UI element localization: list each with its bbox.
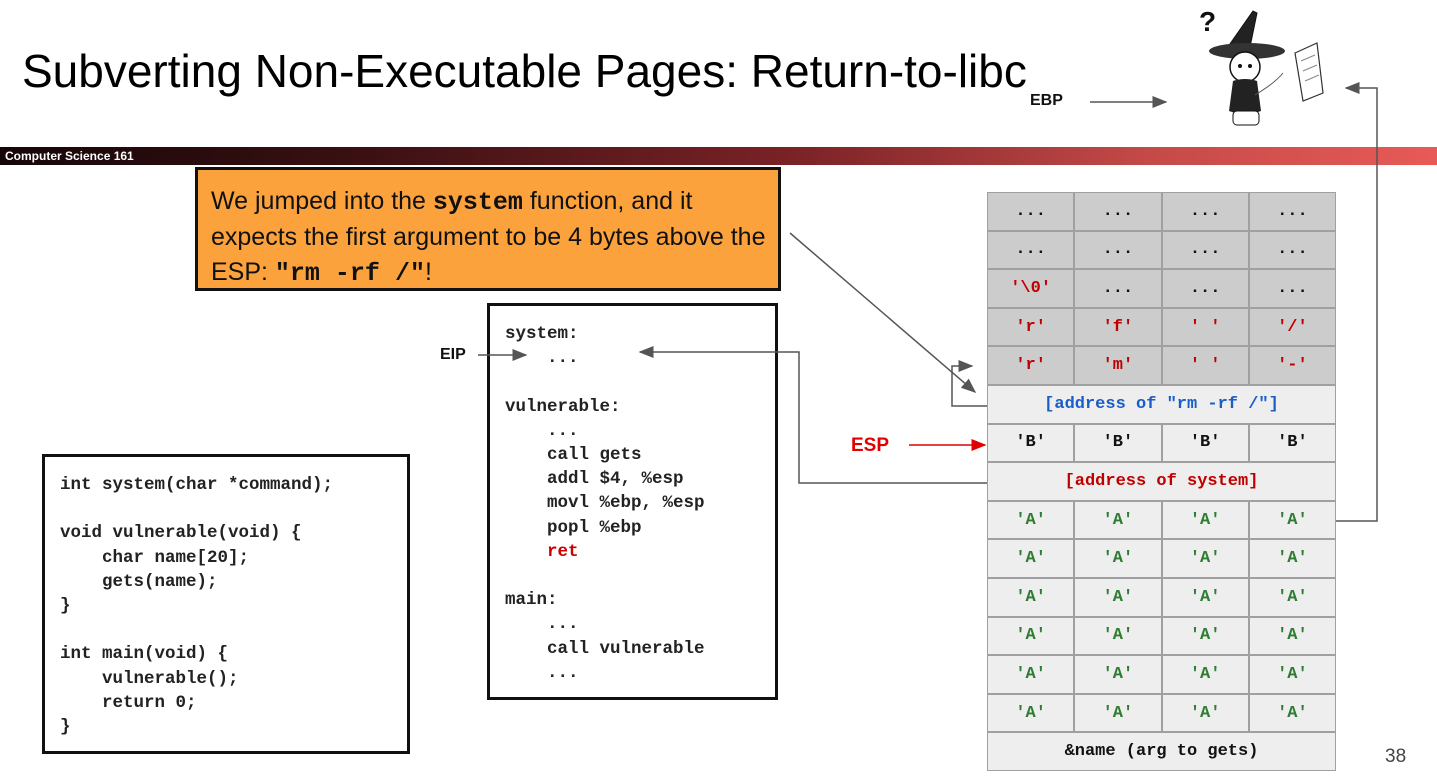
stack-row: 'B''B''B''B' xyxy=(987,423,1336,463)
page-number: 38 xyxy=(1385,746,1407,767)
stack-cell: ... xyxy=(987,192,1075,231)
stack-cell: ... xyxy=(1074,269,1162,308)
stack-cell: 'r' xyxy=(987,346,1075,385)
stack-cell: 'A' xyxy=(1161,539,1249,578)
stack-cell: ' ' xyxy=(1161,307,1249,347)
course-banner: Computer Science 161 xyxy=(0,147,1437,165)
stack-cell: 'B' xyxy=(1074,423,1162,463)
callout-text-after: ! xyxy=(424,258,432,286)
c-source-code: int system(char *command); void vulnerab… xyxy=(60,475,334,738)
stack-cell: '\0' xyxy=(987,269,1075,308)
stack-row: 'A''A''A''A' xyxy=(987,577,1336,617)
stack-cell: 'A' xyxy=(987,577,1075,617)
stack-cell: ... xyxy=(1248,192,1336,231)
stack-cell: 'A' xyxy=(1161,616,1249,656)
assembly-code: system: ... vulnerable: ... call gets ad… xyxy=(505,322,775,685)
assembly-ret-line: ret xyxy=(505,541,579,562)
esp-label: ESP xyxy=(851,435,890,456)
mascot-illustration: ? xyxy=(1199,6,1324,126)
stack-cell: 'A' xyxy=(1074,693,1162,733)
eip-label: EIP xyxy=(440,346,466,363)
stack-row: 'r''f'' ''/' xyxy=(987,307,1336,347)
saved-ebp-arrow xyxy=(1336,82,1378,522)
callout-func: system xyxy=(432,188,523,217)
stack-cell: ... xyxy=(987,230,1075,270)
stack-cell: 'A' xyxy=(1248,693,1336,733)
stack-row: '\0'......... xyxy=(987,269,1336,308)
stack-cell: [address of system] xyxy=(987,462,1336,501)
stack-cell: 'A' xyxy=(1074,616,1162,656)
stack-row: 'A''A''A''A' xyxy=(987,616,1336,656)
assembly-lines-bottom: main: ... call vulnerable ... xyxy=(505,590,705,683)
stack-cell: 'A' xyxy=(1248,616,1336,656)
stack-cell: 'A' xyxy=(987,693,1075,733)
stack-cell: 'A' xyxy=(987,539,1075,578)
stack-row: 'A''A''A''A' xyxy=(987,655,1336,694)
stack-cell: 'A' xyxy=(1248,655,1336,694)
stack-cell: 'A' xyxy=(1248,500,1336,540)
stack-cell: ... xyxy=(1161,192,1249,231)
c-source-box: int system(char *command); void vulnerab… xyxy=(42,454,410,754)
stack-cell: 'A' xyxy=(1074,577,1162,617)
stack-cell: 'A' xyxy=(1161,500,1249,540)
stack-cell: 'A' xyxy=(987,655,1075,694)
callout-text-before: We jumped into the xyxy=(211,187,433,215)
stack-row: 'r''m'' ''-' xyxy=(987,346,1336,385)
stack-cell: '-' xyxy=(1248,346,1336,385)
stack-diagram: ........................'\0'.........'r'… xyxy=(987,192,1336,771)
stack-cell: 'A' xyxy=(1248,539,1336,578)
system-address-arrow xyxy=(638,346,987,484)
stack-cell: ... xyxy=(1248,230,1336,270)
stack-cell: [address of "rm -rf /"] xyxy=(987,384,1336,424)
stack-cell: 'A' xyxy=(1074,655,1162,694)
stack-row: [address of system] xyxy=(987,462,1336,501)
assembly-code-box: system: ... vulnerable: ... call gets ad… xyxy=(487,303,778,700)
stack-row: 'A''A''A''A' xyxy=(987,693,1336,733)
callout-text-middle: function, and it expects the first argum… xyxy=(211,187,766,286)
stack-cell: 'B' xyxy=(1161,423,1249,463)
stack-cell: 'B' xyxy=(1248,423,1336,463)
stack-cell: 'A' xyxy=(1161,577,1249,617)
stack-row: &name (arg to gets) xyxy=(987,732,1336,771)
stack-cell: &name (arg to gets) xyxy=(987,732,1336,771)
stack-cell: 'f' xyxy=(1074,307,1162,347)
stack-cell: 'A' xyxy=(987,500,1075,540)
callout-box: We jumped into the system function, and … xyxy=(195,167,781,291)
string-address-arrow xyxy=(951,360,987,407)
stack-row: 'A''A''A''A' xyxy=(987,500,1336,540)
stack-cell: 'A' xyxy=(1074,500,1162,540)
stack-cell: ' ' xyxy=(1161,346,1249,385)
assembly-lines-top: system: ... vulnerable: ... call gets ad… xyxy=(505,324,705,538)
stack-cell: ... xyxy=(1248,269,1336,308)
stack-cell: 'A' xyxy=(1074,539,1162,578)
stack-cell: 'A' xyxy=(1248,577,1336,617)
stack-cell: 'A' xyxy=(1161,655,1249,694)
stack-cell: '/' xyxy=(1248,307,1336,347)
ebp-label: EBP xyxy=(1030,92,1063,109)
stack-cell: ... xyxy=(1074,230,1162,270)
stack-cell: ... xyxy=(1074,192,1162,231)
stack-cell: 'r' xyxy=(987,307,1075,347)
stack-row: [address of "rm -rf /"] xyxy=(987,384,1336,424)
callout-pointer-line xyxy=(789,232,977,393)
svg-text:?: ? xyxy=(1199,6,1216,37)
stack-cell: 'm' xyxy=(1074,346,1162,385)
stack-row: 'A''A''A''A' xyxy=(987,539,1336,578)
stack-cell: 'A' xyxy=(987,616,1075,656)
stack-row: ............ xyxy=(987,230,1336,270)
slide-title: Subverting Non-Executable Pages: Return-… xyxy=(22,45,1027,97)
stack-cell: 'B' xyxy=(987,423,1075,463)
stack-cell: ... xyxy=(1161,230,1249,270)
callout-arg: "rm -rf /" xyxy=(274,259,425,288)
stack-cell: 'A' xyxy=(1161,693,1249,733)
course-name: Computer Science 161 xyxy=(5,149,134,163)
stack-row: ............ xyxy=(987,192,1336,231)
stack-cell: ... xyxy=(1161,269,1249,308)
